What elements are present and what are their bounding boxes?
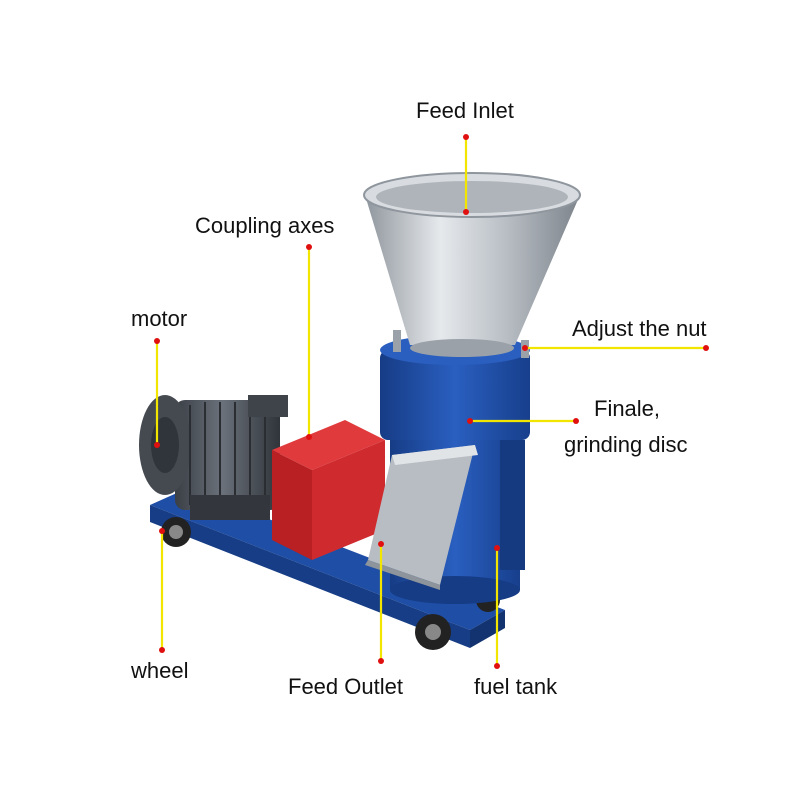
label-feed-inlet: Feed Inlet xyxy=(416,98,514,123)
label-coupling-axes: Coupling axes xyxy=(195,213,335,238)
label-finale-line1: Finale, xyxy=(594,396,661,421)
label-adjust-nut: Adjust the nut xyxy=(572,316,707,341)
dot-wheel-target xyxy=(159,528,165,534)
label-wheel: wheel xyxy=(131,658,189,683)
wheel-left xyxy=(161,517,191,547)
dot-adjust-nut-end xyxy=(703,345,709,351)
label-feed-outlet: Feed Outlet xyxy=(288,674,403,699)
dot-adjust-nut-target xyxy=(522,345,528,351)
label-motor: motor xyxy=(131,306,188,331)
label-fuel-tank: fuel tank xyxy=(474,674,558,699)
coupling-guard xyxy=(272,420,385,560)
dot-feed-outlet-end xyxy=(378,658,384,664)
motor-body xyxy=(139,395,288,520)
dot-finale-target xyxy=(467,418,473,424)
marker-dots xyxy=(154,134,709,669)
dot-motor-target xyxy=(154,442,160,448)
dot-coupling-target xyxy=(306,434,312,440)
dot-feed-outlet-target xyxy=(378,541,384,547)
dot-motor-end xyxy=(154,338,160,344)
wheel-front xyxy=(415,614,451,650)
leader-lines xyxy=(155,137,706,666)
dot-feed-inlet-target xyxy=(463,209,469,215)
discharge-chute xyxy=(365,445,478,590)
dot-fuel-tank-end xyxy=(494,663,500,669)
label-finale-line2: grinding disc xyxy=(564,432,688,457)
feed-hopper xyxy=(363,172,581,357)
dot-fuel-tank-target xyxy=(494,545,500,551)
dot-finale-end xyxy=(573,418,579,424)
dot-feed-inlet-end xyxy=(463,134,469,140)
dot-wheel-end xyxy=(159,647,165,653)
dot-coupling-end xyxy=(306,244,312,250)
